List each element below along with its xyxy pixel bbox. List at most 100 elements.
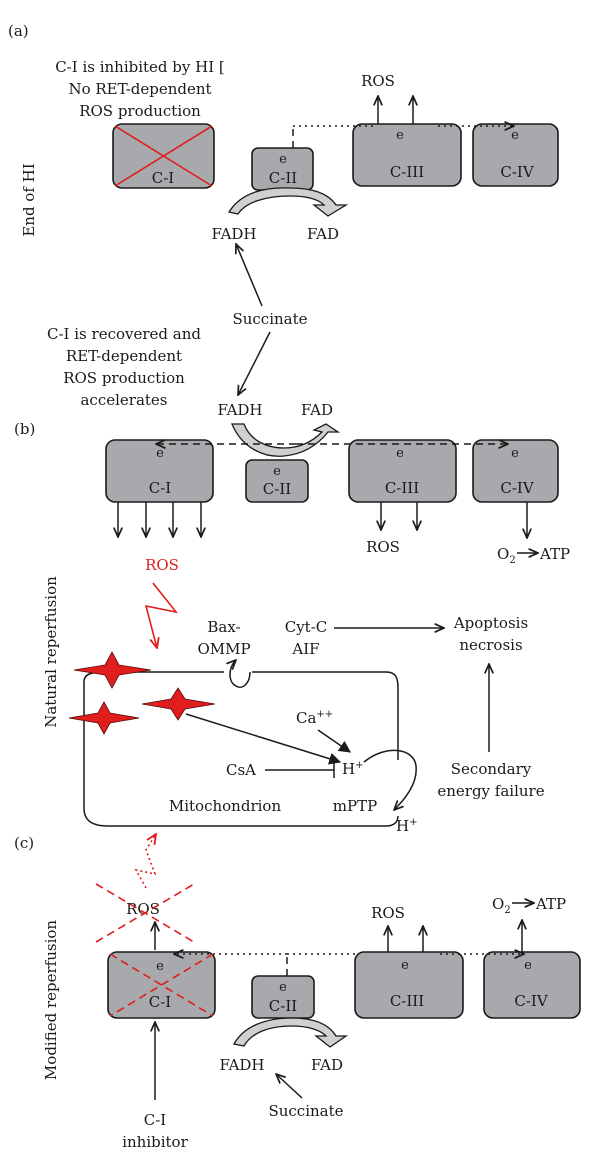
ommp-label: OMMP [197,640,250,658]
ros-zigzag-arrow [144,582,178,648]
panel-a-note-line-3: ROS production [79,102,201,120]
o2-label-b: O2 [497,545,516,566]
fadh-to-fad-arrow [227,187,349,217]
complex-iv-e-label-c: e [524,958,532,973]
succinate-arrow-c [276,1074,303,1099]
atp-label-c: ATP [535,895,566,913]
complex-i-cross-line-2 [114,125,213,187]
bax-ommp-pore [230,660,251,688]
succinate-to-fadh-arrow-up [236,244,263,307]
complex-ii-label: C-II [269,169,297,187]
panel-c-side-label: Modified reperfusion [42,920,60,1080]
star-to-h-arrow [185,713,342,765]
mptp-label: mPTP [333,797,377,815]
recovery-note-line-2: RET-dependent [66,347,182,365]
complex-ii-e-label-b: e [273,464,281,479]
complex-iii-e-label-b: e [396,446,404,461]
complex-iv-box-c [483,951,581,1019]
complex-iv-label-b: C-IV [500,479,534,497]
succinate-label-c: Succinate [268,1102,343,1120]
panel-a-note-line-1: C-I is inhibited by HI [ [55,58,225,76]
ros-label-b: ROS [366,538,400,556]
ros-label: ROS [361,72,395,90]
ca-to-h-arrow [317,729,351,753]
fad-label-b: FAD [301,401,333,419]
red-star-2 [68,701,140,735]
complex-i-cross-c-2 [109,953,214,1017]
h-label: H+ [342,760,363,778]
panel-b-letter: (b) [14,420,35,438]
mitochondrion-label: Mitochondrion [169,797,282,815]
complex-i-label: C-I [152,169,175,187]
necrosis-label: necrosis [459,636,522,654]
fadh-to-fad-arrow-b [231,423,341,457]
panel-a-side-label: End of HI [20,163,38,236]
aif-label: AIF [291,640,319,658]
complex-iii-box [352,123,462,187]
secondary-label: Secondary [451,760,532,778]
fadh-label-b: FADH [217,401,262,419]
panel-a-note-line-2: No RET-dependent [68,80,211,98]
complex-iii-label-b: C-III [385,479,419,497]
complex-iii-e-label: e [396,128,404,143]
complex-iii-box-b [348,439,457,503]
complex-i-label-c: C-I [149,993,172,1011]
h-to-mptp-curve [363,749,417,810]
mitochondrion-outline-bottom [83,682,399,827]
succinate-to-fadh-arrow-down [238,331,271,395]
complex-iii-label: C-III [390,163,424,181]
succinate-section: Succinate C-I is recovered and RET-depen… [47,244,308,409]
complex-iv-e-label-b: e [511,446,519,461]
recovery-note-line-1: C-I is recovered and [47,325,201,343]
succinate-label: Succinate [232,310,307,328]
complex-i-e-label-c: e [156,959,164,974]
mitochondrion-outline [83,671,399,760]
complex-iv-label: C-IV [500,163,534,181]
recovery-note-line-4: accelerates [80,391,167,409]
fad-label: FAD [307,225,339,243]
energy-failure-label: energy failure [437,782,544,800]
complex-iii-e-label-c: e [401,958,409,973]
blocked-ros-zigzag [134,834,156,889]
ca-label: Ca++ [296,709,333,727]
complex-iii-box-c [354,951,464,1019]
fadh-to-fad-arrow-c [232,1017,349,1048]
fadh-label: FADH [211,225,256,243]
o2-label-c: O2 [492,895,511,916]
ros-cross-line-2 [95,883,195,943]
fad-label-c: FAD [311,1056,343,1074]
complex-iv-box [472,123,559,187]
ros-label-c: ROS [126,900,160,918]
complex-iv-e-label: e [511,128,519,143]
panel-b-side-label: Natural reperfusion [42,576,60,728]
complex-ii-label-c: C-II [269,997,297,1015]
complex-i-label-b: C-I [149,479,172,497]
panel-c: (c) Modified reperfusion ROS e C-I C-I i… [14,834,581,1151]
complex-ii-e-label: e [279,152,287,167]
inhibitor-line-2: inhibitor [122,1133,188,1151]
atp-label-b: ATP [539,545,570,563]
recovery-note-line-3: ROS production [63,369,185,387]
h2-label: H+ [396,817,417,835]
red-star-1 [73,651,152,689]
complex-i-e-label-b: e [156,446,164,461]
complex-iii-label-c: C-III [390,992,424,1010]
complex-i-cross-c-1 [109,953,214,1017]
csa-label: CsA [226,761,256,779]
cytc-label: Cyt-C [285,618,328,636]
fadh-label-c: FADH [219,1056,264,1074]
ros-label-c-right: ROS [371,904,405,922]
inhibitor-line-1: C-I [144,1111,167,1129]
panel-c-letter: (c) [14,834,34,852]
complex-ii-e-label-c: e [279,980,287,995]
apoptosis-label: Apoptosis [453,614,528,632]
complex-ii-label-b: C-II [263,480,291,498]
complex-iv-label-c: C-IV [514,992,548,1010]
panel-a: (a) C-I is inhibited by HI [ No RET-depe… [8,22,559,243]
panel-b: (b) Natural reperfusion FADH FAD e C-I e… [14,401,570,835]
complex-ii-box-b [245,459,309,503]
ros-red-label: ROS [145,556,179,574]
bax-label: Bax- [207,618,240,636]
red-star-3 [141,687,216,721]
